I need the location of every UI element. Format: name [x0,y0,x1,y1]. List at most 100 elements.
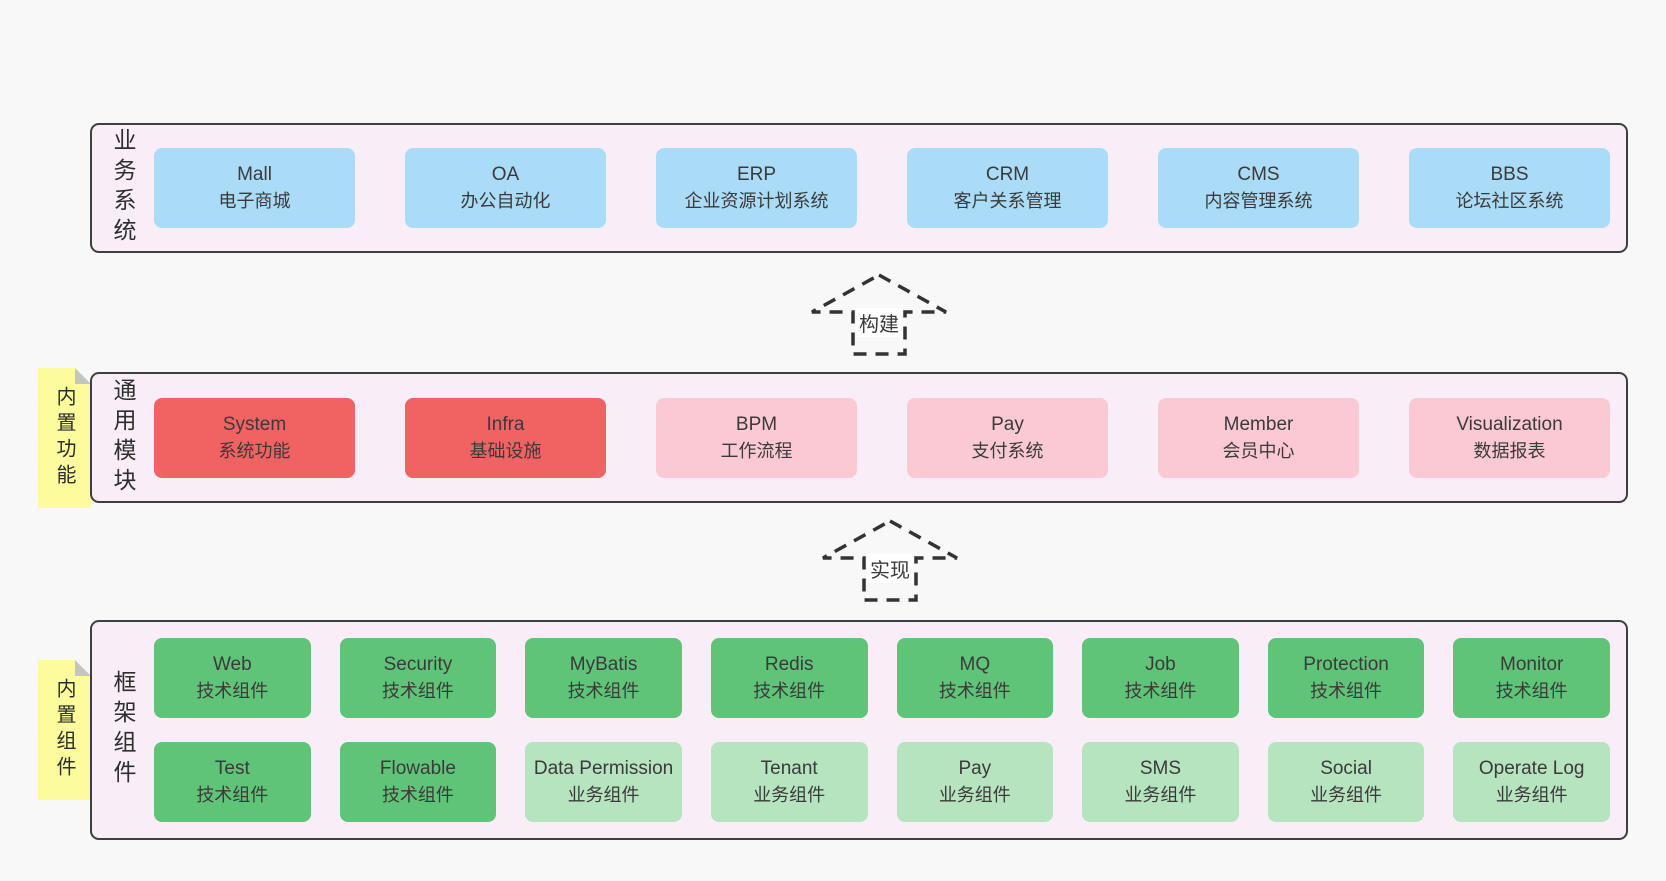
box-subtitle: 电子商城 [218,191,291,211]
box-subtitle: 技术组件 [753,681,826,701]
section-common-modules: 通用模块 System 系统功能 Infra 基础设施 BPM 工作流程 Pay… [90,372,1628,503]
box-subtitle: 技术组件 [1495,681,1568,701]
box-security: Security 技术组件 [339,638,497,718]
box-title: CMS [1237,164,1280,185]
business-systems-row: Mall 电子商城 OA 办公自动化 ERP 企业资源计划系统 CRM 客户关系… [154,148,1610,228]
box-subtitle: 业务组件 [1495,785,1568,805]
box-subtitle: 企业资源计划系统 [684,191,829,211]
box-erp: ERP 企业资源计划系统 [656,148,857,228]
box-title: ERP [736,164,777,185]
box-title: Protection [1303,654,1389,675]
box-subtitle: 内容管理系统 [1204,191,1313,211]
box-title: Web [212,654,252,675]
box-title: Monitor [1500,654,1564,675]
box-mq: MQ 技术组件 [896,638,1054,718]
common-modules-row-area: System 系统功能 Infra 基础设施 BPM 工作流程 Pay 支付系统… [154,374,1626,501]
box-sms: SMS 业务组件 [1082,742,1239,822]
box-web: Web 技术组件 [154,638,311,718]
box-title: OA [491,164,520,185]
box-subtitle: 技术组件 [381,681,454,701]
box-visualization: Visualization 数据报表 [1409,397,1610,478]
box-subtitle: 业务组件 [567,785,640,805]
box-title: CRM [985,164,1030,185]
box-title: Redis [764,654,814,675]
box-title: Mall [237,164,272,185]
box-test: Test 技术组件 [154,742,311,822]
section-label-business-systems: 业务系统 [110,128,136,248]
box-subtitle: 系统功能 [218,440,291,461]
up-block-arrow-icon [822,519,958,602]
framework-components-row-area: Web 技术组件 Security 技术组件 MyBatis 技术组件 Redi… [154,622,1626,838]
box-title: Pay [958,758,992,779]
arrow-label-implement: 实现 [867,554,913,583]
box-subtitle: 业务组件 [1310,785,1383,805]
dashed-up-arrow-implement: 实现 [819,518,961,603]
box-bbs: BBS 论坛社区系统 [1409,148,1610,228]
box-title: Infra [486,413,525,435]
section-label-common-modules: 通用模块 [110,377,136,498]
box-subtitle: 基础设施 [469,440,542,461]
box-infra: Infra 基础设施 [405,397,606,478]
box-subtitle: 技术组件 [1124,681,1197,701]
box-subtitle: 论坛社区系统 [1455,191,1564,211]
box-subtitle: 支付系统 [971,440,1044,461]
box-tenant: Tenant 业务组件 [710,742,868,822]
box-title: MyBatis [569,654,638,675]
box-cms: CMS 内容管理系统 [1158,148,1359,228]
box-title: Social [1320,758,1372,779]
box-crm: CRM 客户关系管理 [907,148,1108,228]
box-title: SMS [1139,758,1182,779]
box-mall: Mall 电子商城 [154,148,355,228]
common-modules-row: System 系统功能 Infra 基础设施 BPM 工作流程 Pay 支付系统… [154,397,1610,478]
box-subtitle: 业务组件 [753,785,826,805]
box-title: Flowable [379,758,456,779]
box-title: Security [383,654,453,675]
box-operate-log: Operate Log 业务组件 [1453,742,1610,822]
box-title: System [222,413,287,435]
framework-components-row-2: Test 技术组件 Flowable 技术组件 Data Permission … [154,742,1610,822]
arrow-label-build: 构建 [856,308,902,337]
box-title: BPM [735,413,778,435]
framework-components-row-1: Web 技术组件 Security 技术组件 MyBatis 技术组件 Redi… [154,638,1610,718]
box-title: MQ [959,654,991,675]
box-subtitle: 技术组件 [1310,681,1383,701]
box-data-permission: Data Permission 业务组件 [525,742,682,822]
box-subtitle: 技术组件 [938,681,1011,701]
box-mybatis: MyBatis 技术组件 [525,638,682,718]
box-subtitle: 技术组件 [381,785,454,805]
sticky-note-builtin-components: 内置组件 [38,660,91,800]
box-subtitle: 客户关系管理 [953,191,1062,211]
business-systems-row-area: Mall 电子商城 OA 办公自动化 ERP 企业资源计划系统 CRM 客户关系… [154,125,1626,251]
box-oa: OA 办公自动化 [405,148,606,228]
box-title: Visualization [1456,413,1563,435]
box-title: Pay [991,413,1024,435]
box-subtitle: 技术组件 [567,681,640,701]
box-subtitle: 技术组件 [196,785,269,805]
section-framework-components: 框架组件 Web 技术组件 Security 技术组件 MyBatis 技术组件… [90,620,1628,840]
section-label-framework-components: 框架组件 [110,670,136,790]
box-job: Job 技术组件 [1082,638,1239,718]
box-subtitle: 数据报表 [1473,440,1546,461]
box-title: Member [1223,413,1294,435]
section-business-systems: 业务系统 Mall 电子商城 OA 办公自动化 ERP 企业资源计划系统 CRM… [90,123,1628,253]
dashed-up-arrow-build: 构建 [808,272,950,357]
box-monitor: Monitor 技术组件 [1453,638,1610,718]
box-title: Tenant [760,758,818,779]
box-subtitle: 办公自动化 [460,191,551,211]
box-pay-component: Pay 业务组件 [896,742,1054,822]
box-subtitle: 工作流程 [720,440,793,461]
box-flowable: Flowable 技术组件 [339,742,497,822]
box-system: System 系统功能 [154,397,355,478]
box-title: Job [1145,654,1176,675]
box-protection: Protection 技术组件 [1267,638,1425,718]
box-redis: Redis 技术组件 [710,638,868,718]
box-title: Test [214,758,250,779]
box-member: Member 会员中心 [1158,397,1359,478]
box-subtitle: 会员中心 [1222,440,1295,461]
box-title: BBS [1490,164,1529,185]
sticky-note-builtin-features: 内置功能 [38,368,91,508]
box-social: Social 业务组件 [1267,742,1425,822]
box-subtitle: 业务组件 [938,785,1011,805]
box-pay-module: Pay 支付系统 [907,397,1108,478]
